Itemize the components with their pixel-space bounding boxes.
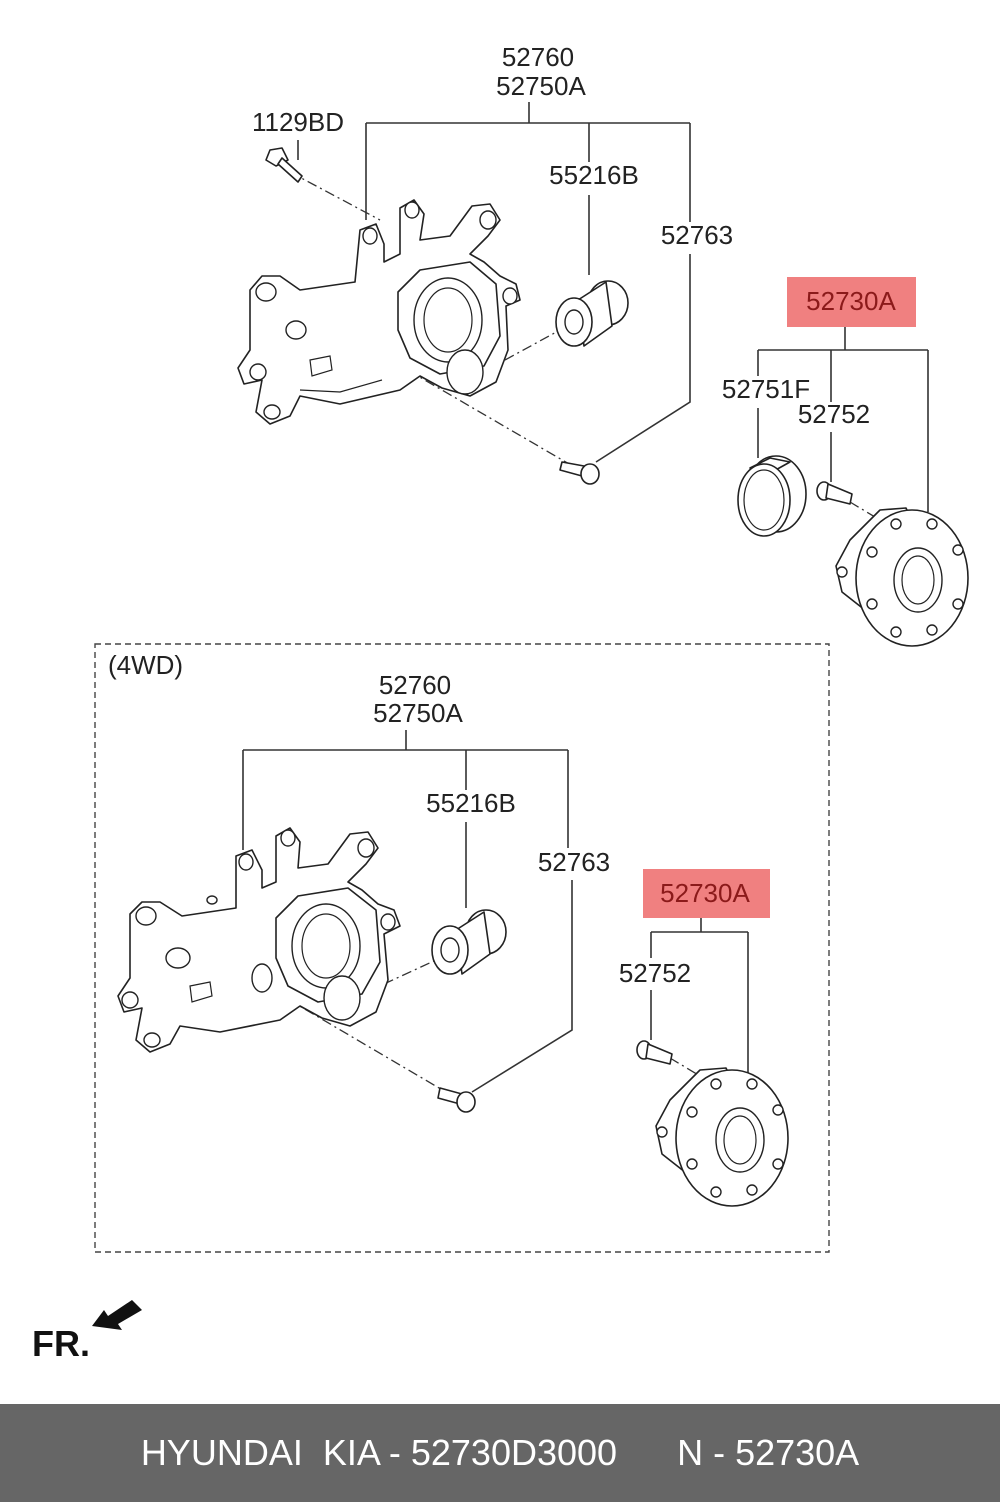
leader-52730a-upper	[757, 327, 929, 512]
knuckle-housing-upper-icon	[237, 199, 521, 425]
label-52730a-upper: 52730A	[806, 286, 896, 316]
awd-title: (4WD)	[108, 650, 183, 680]
awd-section: (4WD) 52760 52750A 55216B 52763	[94, 643, 830, 1253]
label-52750a-upper: 52750A	[496, 71, 586, 101]
front-arrow-icon	[92, 1300, 142, 1330]
leader-bracket-upper	[365, 102, 691, 222]
label-52760-awd: 52760	[379, 670, 451, 700]
label-52752-awd: 52752	[619, 958, 691, 988]
label-52730a-awd: 52730A	[660, 878, 750, 908]
leader-52763-upper	[595, 254, 691, 463]
leader-52763-awd	[471, 880, 573, 1093]
front-direction: FR.	[32, 1300, 142, 1364]
highlight-52730a-awd	[643, 869, 770, 918]
wheel-stud-52752-upper-icon	[816, 481, 853, 505]
axis-bushing-awd	[383, 959, 437, 985]
axis-pin-upper	[269, 289, 577, 469]
label-52763-awd: 52763	[538, 847, 610, 877]
label-52752-upper: 52752	[798, 399, 870, 429]
label-55216b-awd: 55216B	[426, 788, 516, 818]
label-55216b-upper: 55216B	[549, 160, 639, 190]
label-1129bd: 1129BD	[252, 107, 344, 137]
wheel-hub-awd-icon	[655, 1067, 789, 1207]
axis-bushing-upper	[504, 329, 561, 361]
label-52760-upper: 52760	[502, 42, 574, 72]
label-52763-upper: 52763	[661, 220, 733, 250]
footer-brand-text: HYUNDAI KIA - 52730D3000	[140, 1432, 618, 1473]
axis-stud-awd	[669, 1057, 701, 1077]
label-52751f: 52751F	[722, 374, 810, 404]
wheel-hub-upper-icon	[835, 507, 969, 647]
axis-pin-awd	[149, 917, 457, 1099]
leader-52730a-awd	[650, 918, 749, 1074]
pin-52763-awd-icon	[437, 1087, 476, 1113]
pin-52763-upper-icon	[559, 461, 600, 485]
bushing-55216b-awd-icon	[431, 909, 507, 975]
upper-hub-group: 52730A 52751F 52752	[722, 277, 969, 647]
footer-gap	[617, 1432, 677, 1474]
highlight-52730a-upper	[787, 277, 916, 327]
wheel-stud-52752-awd-icon	[636, 1040, 673, 1065]
fr-label: FR.	[32, 1323, 90, 1364]
knuckle-housing-awd-icon	[117, 827, 401, 1053]
axis-bolt-upper	[289, 171, 381, 221]
label-52750a-awd: 52750A	[373, 698, 463, 728]
leader-bracket-awd	[242, 730, 569, 850]
awd-dashed-box	[94, 643, 830, 1253]
upper-assembly: 52760 52750A 1129BD 55216B 52763	[237, 42, 733, 485]
bolt-1129bd-icon	[265, 147, 303, 183]
footer-part-ref: N - 52730A	[677, 1432, 860, 1473]
hub-cap-52751f-icon	[737, 455, 807, 537]
footer-bar: HYUNDAI KIA - 52730D3000 N - 52730A	[0, 1404, 1000, 1502]
bushing-55216b-upper-icon	[555, 280, 629, 347]
